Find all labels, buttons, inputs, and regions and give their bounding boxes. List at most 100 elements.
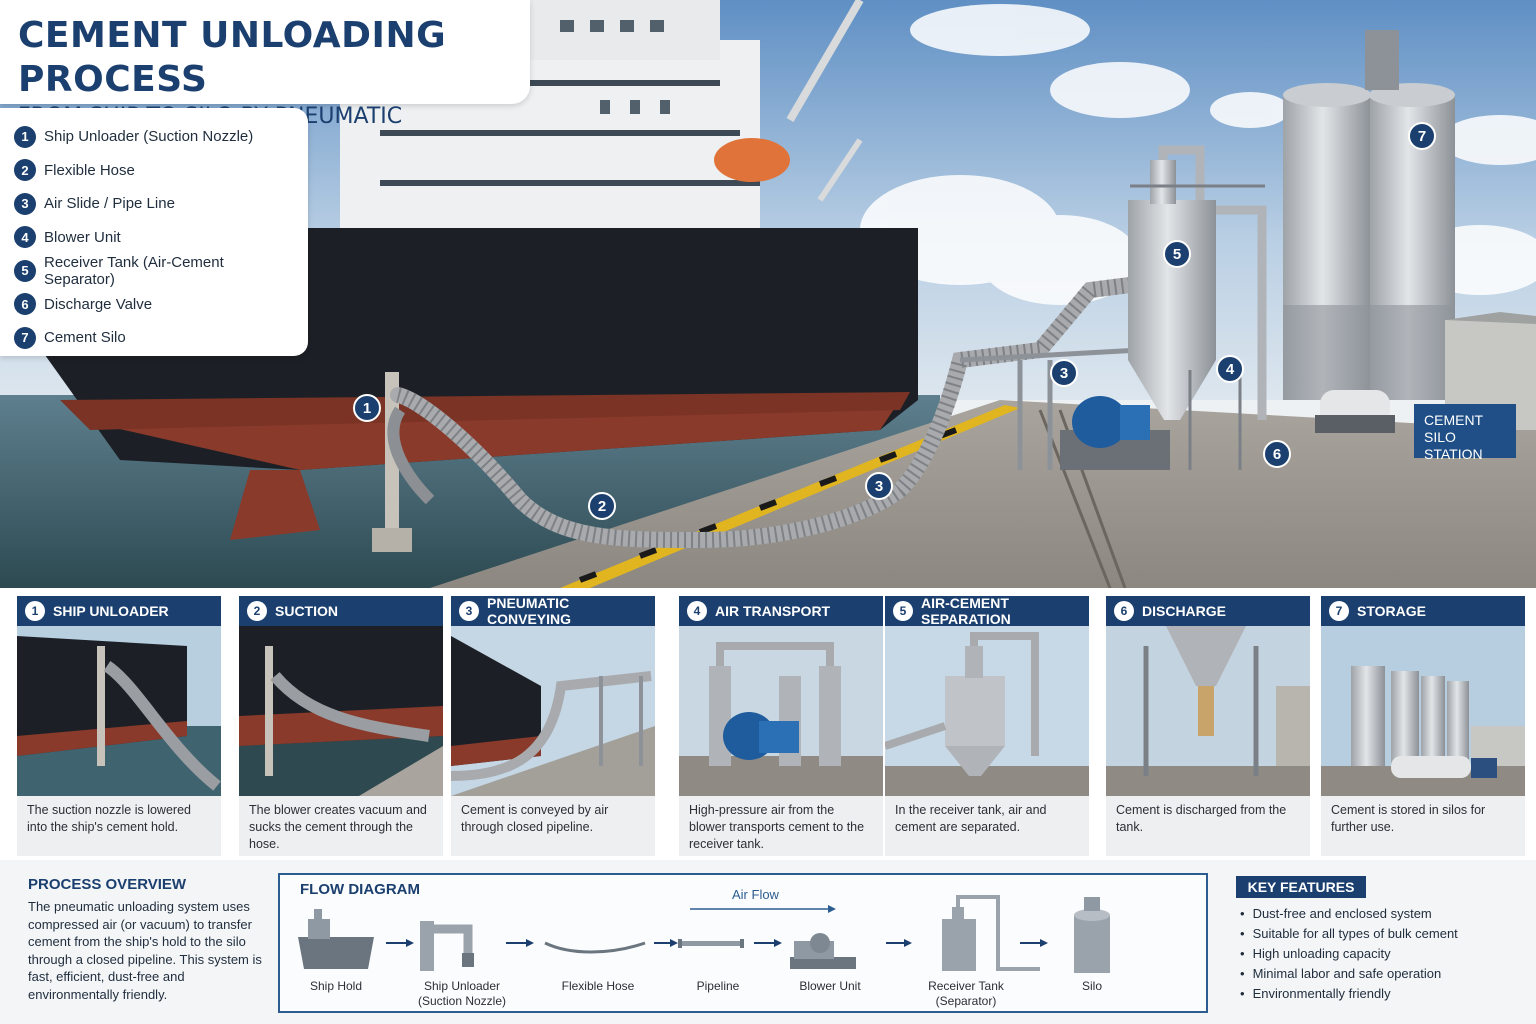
step-card-suction: 2 SUCTION The blower creates vacuum and s…: [239, 596, 443, 856]
hero-scene: CEMENT UNLOADING PROCESS FROM SHIP TO SI…: [0, 0, 1536, 588]
marker-receiver-tank: 5: [1163, 240, 1191, 268]
ship-unloader-icon: [420, 921, 474, 971]
step-title: PNEUMATIC CONVEYING: [487, 595, 572, 627]
station-sign: CEMENT SILO STATION: [1414, 404, 1516, 462]
bottom-section: PROCESS OVERVIEW The pneumatic unloading…: [0, 860, 1536, 1024]
separation-illustration: [885, 626, 1089, 796]
step-description: Cement is stored in silos for further us…: [1331, 803, 1486, 834]
ship-unloader-illustration: [17, 626, 221, 796]
component-legend: 1 Ship Unloader (Suction Nozzle) 2 Flexibl…: [0, 108, 308, 356]
step-header: 5 AIR-CEMENT SEPARATION: [885, 595, 1089, 627]
marker-discharge-valve: 6: [1263, 440, 1291, 468]
overview-text: The pneumatic unloading system uses comp…: [28, 899, 262, 1002]
number-badge: 5: [14, 259, 36, 282]
step-title: AIR-CEMENT SEPARATION: [921, 595, 1011, 627]
feature-item: Dust-free and enclosed system: [1240, 904, 1458, 924]
step-title: STORAGE: [1357, 603, 1426, 619]
number-badge: 1: [25, 601, 45, 621]
flow-graphics: [298, 895, 1110, 973]
step-image: [679, 626, 883, 796]
port-illustration: [0, 0, 1536, 588]
feature-item: Minimal labor and safe operation: [1240, 964, 1458, 984]
page-title: CEMENT UNLOADING PROCESS: [18, 15, 447, 100]
flow-node-label: Flexible Hose: [561, 979, 635, 993]
legend-item: 2 Flexible Hose: [14, 154, 294, 188]
step-header: 3 PNEUMATIC CONVEYING: [451, 595, 655, 627]
flow-node-label: Ship Unloader (Suction Nozzle): [417, 979, 507, 1008]
suction-illustration: [239, 626, 443, 796]
key-features-list: Dust-free and enclosed system Suitable f…: [1240, 904, 1458, 1004]
discharge-illustration: [1106, 626, 1310, 796]
pneumatic-conveying-illustration: [451, 626, 655, 796]
step-card-air-cement-separation: 5 AIR-CEMENT SEPARATION In the receiver t…: [885, 595, 1089, 856]
legend-label: Cement Silo: [44, 329, 126, 347]
step-image: [451, 626, 655, 796]
number-badge: 3: [14, 192, 36, 215]
ship-hold-icon: [298, 909, 374, 969]
air-transport-illustration: [679, 626, 883, 796]
legend-label: Ship Unloader (Suction Nozzle): [44, 128, 254, 146]
feature-item: High unloading capacity: [1240, 944, 1458, 964]
number-badge: 5: [893, 601, 913, 621]
overview-title: PROCESS OVERVIEW: [28, 876, 187, 893]
number-badge: 4: [687, 601, 707, 621]
legend-item: 1 Ship Unloader (Suction Nozzle): [14, 120, 294, 154]
air-flow-label: Air Flow: [732, 887, 779, 902]
step-header: 1 SHIP UNLOADER: [17, 596, 221, 626]
number-badge: 6: [14, 293, 36, 316]
flow-arrow-icon: [1020, 939, 1048, 947]
legend-item: 6 Discharge Valve: [14, 288, 294, 322]
flow-node-label: Ship Hold: [309, 979, 363, 993]
flow-title: FLOW DIAGRAM: [300, 881, 420, 898]
number-badge: 2: [247, 601, 267, 621]
feature-item: Environmentally friendly: [1240, 984, 1458, 1004]
title-panel: CEMENT UNLOADING PROCESS FROM SHIP TO SI…: [0, 0, 530, 159]
number-badge: 7: [14, 326, 36, 349]
step-description: The blower creates vacuum and sucks the …: [249, 803, 427, 851]
legend-label: Receiver Tank (Air-Cement Separator): [44, 253, 224, 288]
number-badge: 3: [459, 601, 479, 621]
step-description: Cement is discharged from the tank.: [1116, 803, 1287, 834]
flow-node-label: Pipeline: [696, 979, 740, 993]
legend-label: Air Slide / Pipe Line: [44, 195, 175, 213]
step-title: SHIP UNLOADER: [53, 603, 169, 619]
marker-unloader: 1: [353, 394, 381, 422]
marker-silo: 7: [1408, 122, 1436, 150]
receiver-tank-icon: [942, 895, 1040, 971]
flexible-hose-icon: [544, 941, 646, 954]
step-title: SUCTION: [275, 603, 338, 619]
step-image: [1106, 626, 1310, 796]
legend-item: 3 Air Slide / Pipe Line: [14, 187, 294, 221]
flow-arrow-icon: [754, 939, 782, 947]
step-title: AIR TRANSPORT: [715, 603, 831, 619]
flow-node-label: Silo: [1081, 979, 1102, 993]
flow-arrow-icon: [386, 939, 414, 947]
key-features-title: KEY FEATURES: [1236, 876, 1366, 898]
step-description: Cement is conveyed by air through closed…: [461, 803, 609, 834]
step-description: The suction nozzle is lowered into the s…: [27, 803, 191, 834]
step-title: DISCHARGE: [1142, 603, 1227, 619]
number-badge: 1: [14, 125, 36, 148]
step-image: [1321, 626, 1525, 796]
legend-label: Discharge Valve: [44, 295, 153, 313]
marker-hose: 2: [588, 492, 616, 520]
step-card-ship-unloader: 1 SHIP UNLOADER The suction nozzle is low…: [17, 596, 221, 856]
step-image: [17, 626, 221, 796]
legend-label: Flexible Hose: [44, 161, 135, 179]
legend-label: Blower Unit: [44, 228, 121, 246]
step-image: [885, 626, 1089, 796]
flow-arrow-icon: [506, 939, 534, 947]
flow-node-label: Blower Unit: [799, 979, 861, 993]
flow-arrow-icon: [886, 939, 912, 947]
step-header: 2 SUCTION: [239, 596, 443, 626]
number-badge: 2: [14, 159, 36, 182]
pipeline-icon: [678, 939, 744, 948]
storage-illustration: [1321, 626, 1525, 796]
step-description: In the receiver tank, air and cement are…: [895, 803, 1047, 834]
marker-pipeline-rack: 3: [1050, 359, 1078, 387]
